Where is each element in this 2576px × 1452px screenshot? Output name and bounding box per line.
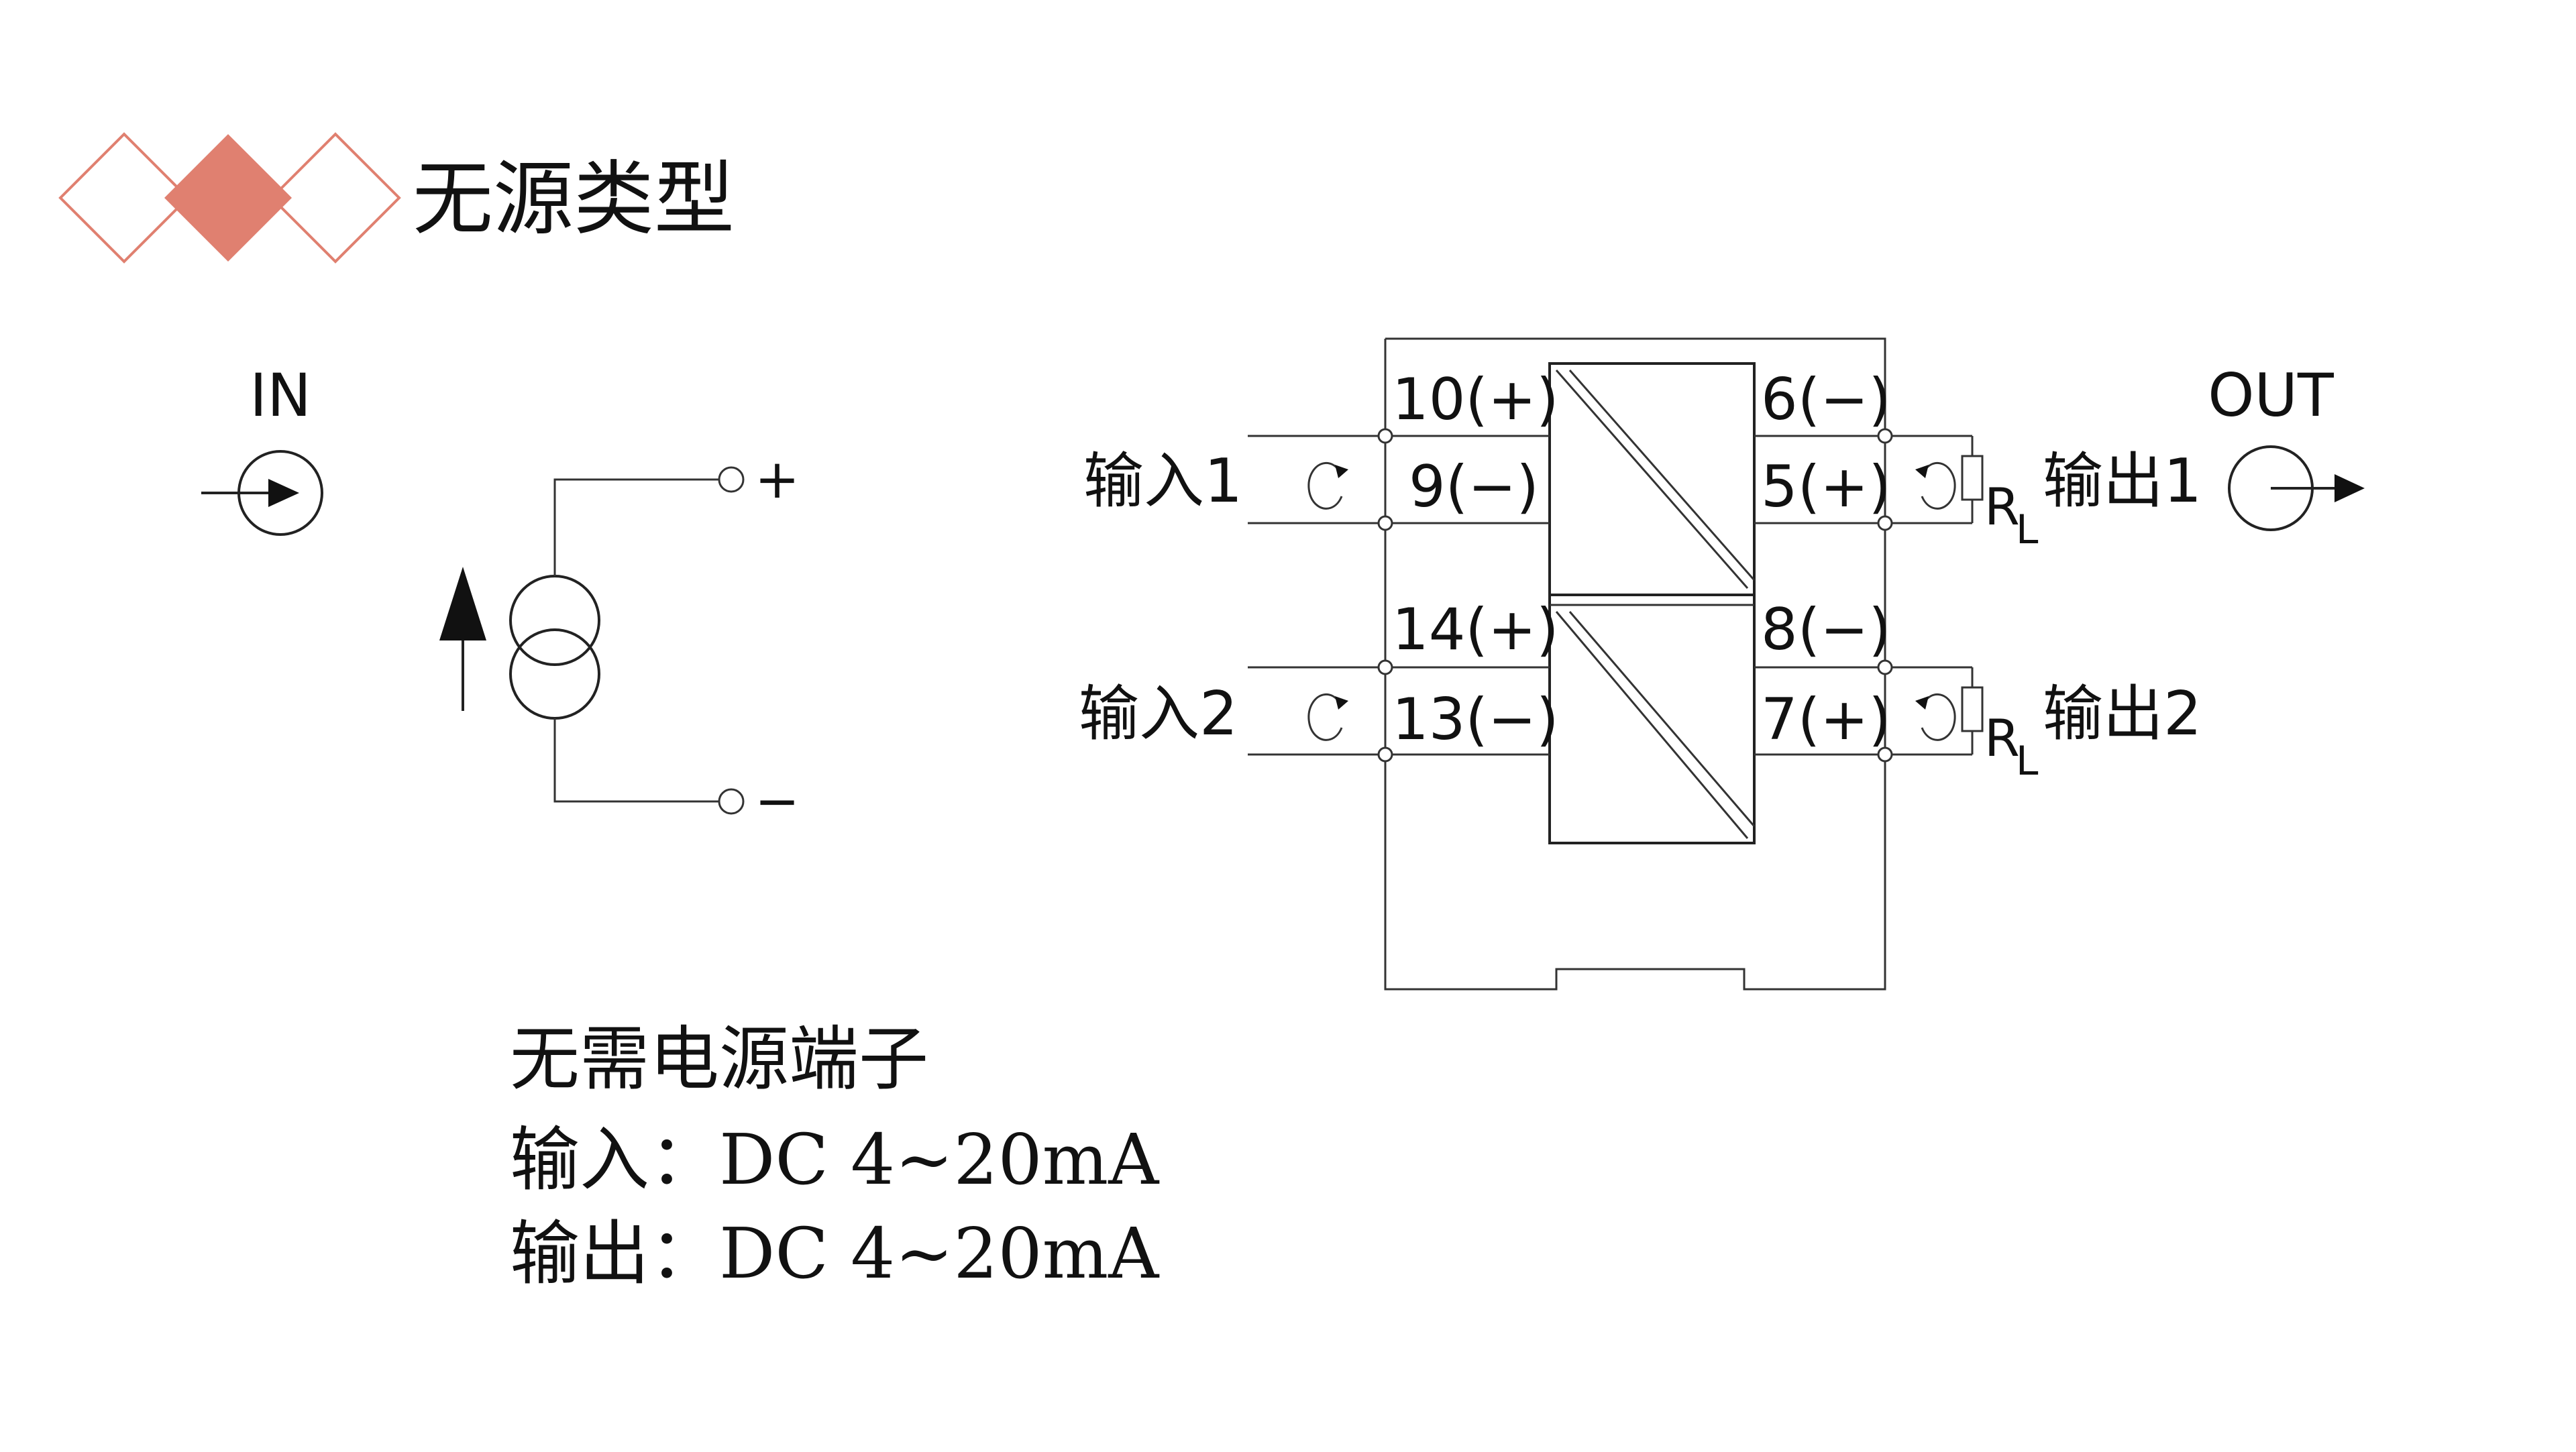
page-title: 无源类型 [413, 153, 735, 246]
input-channel-1: 输入1 10(+) 9(−) [1083, 366, 1559, 531]
diamond-outline-right [270, 132, 401, 264]
note-line-1: 无需电源端子 [510, 1018, 928, 1100]
terminal-13: 13(−) [1392, 686, 1559, 753]
input1-current-arrow-icon [1307, 461, 1343, 510]
title-diamonds-decoration [58, 132, 401, 264]
terminal-10: 10(+) [1392, 366, 1559, 433]
notes: 无需电源端子 输入：DC 4~20mA 输出：DC 4~20mA [510, 1018, 1160, 1294]
out-arrow-icon [2334, 474, 2365, 502]
terminal-9: 9(−) [1409, 453, 1539, 520]
load1-symbol: R [1984, 477, 2020, 537]
source-minus: − [755, 770, 800, 832]
in-label: IN [250, 361, 311, 430]
current-source-symbol: + − [439, 448, 800, 832]
load2-subscript: L [2016, 738, 2039, 785]
output1-current-arrow-icon [1921, 461, 1956, 510]
load-resistor-1 [1961, 455, 1984, 501]
terminal-14: 14(+) [1392, 596, 1559, 663]
load-resistor-2 [1961, 686, 1984, 732]
in-arrow-icon [268, 479, 299, 507]
output-channel-2: 8(−) 7(+) R L 输出2 [1754, 596, 2202, 785]
source-plus: + [755, 448, 800, 510]
out-label: OUT [2208, 361, 2334, 430]
in-symbol: IN [201, 361, 323, 536]
note-line-2: 输入：DC 4~20mA [510, 1119, 1160, 1200]
diamond-filled-center [164, 134, 292, 262]
input2-label: 输入2 [1079, 679, 1238, 749]
input1-label: 输入1 [1083, 446, 1242, 516]
output2-label: 输出2 [2043, 679, 2202, 749]
output1-label: 输出1 [2043, 446, 2202, 516]
input2-current-arrow-icon [1307, 693, 1343, 741]
input-channel-2: 输入2 14(+) 13(−) [1079, 596, 1559, 763]
out-symbol: OUT [2208, 361, 2365, 531]
load1-subscript: L [2016, 506, 2039, 553]
source-arrow-icon [439, 567, 486, 640]
output-channel-1: 6(−) 5(+) R L 输出1 [1754, 366, 2202, 553]
terminal-7: 7(+) [1761, 686, 1891, 753]
output2-current-arrow-icon [1921, 693, 1956, 741]
channel2-block [1548, 594, 1756, 844]
load2-symbol: R [1984, 708, 2020, 768]
terminal-8: 8(−) [1761, 596, 1891, 663]
terminal-6: 6(−) [1761, 366, 1891, 433]
terminal-5: 5(+) [1761, 453, 1891, 520]
isolator-module [1384, 337, 1886, 991]
note-line-3: 输出：DC 4~20mA [510, 1213, 1160, 1294]
